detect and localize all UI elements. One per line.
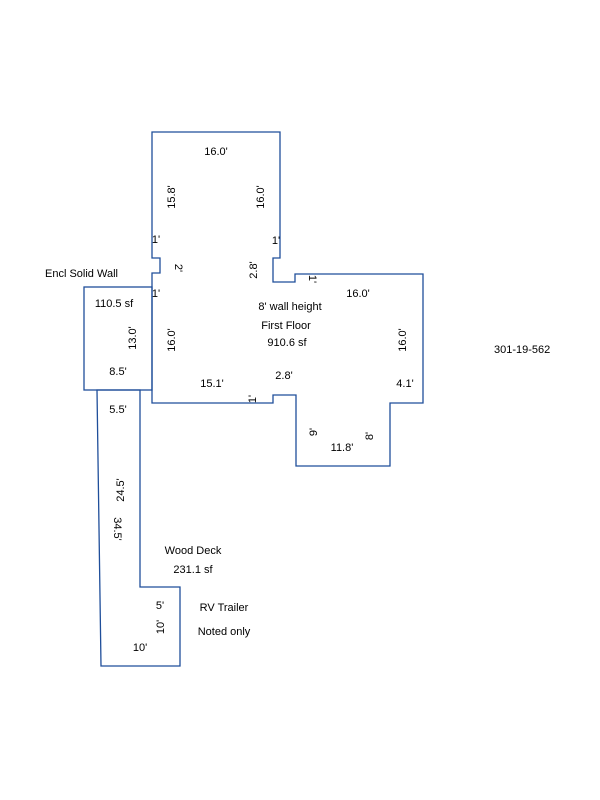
first-floor-area: 910.6 sf [267,337,307,349]
dim-notch-left-b: 1' [152,288,160,300]
dim-deck-bottom: 10' [133,642,147,654]
first-floor-wall-height: 8' wall height [258,301,321,313]
wood-deck-area: 231.1 sf [173,564,213,576]
dim-bay-bottom: 11.8' [331,442,354,454]
dim-deck-step: 5' [156,600,164,612]
rv-trailer-note: Noted only [198,626,251,638]
dim-notch-right-a: 1' [272,235,280,247]
dim-encl-height: 13.0' [127,326,139,350]
dim-right-top: 16.0' [346,288,370,300]
dim-bottom-mid: 2.8' [275,370,292,382]
dim-top: 16.0' [204,146,228,158]
dim-bay-left: 9' [308,428,320,436]
parcel-id: 301-19-562 [494,344,550,356]
dim-deck-lower: 10' [155,620,167,634]
first-floor-name: First Floor [261,320,311,332]
dim-left-lower: 16.0' [166,328,178,352]
dim-right-side: 16.0' [397,328,409,352]
dim-bottom-step: 1' [247,395,259,403]
dim-deck-top: 5.5' [109,404,126,416]
wood-deck-name: Wood Deck [165,545,222,557]
dim-notch-right-depth: 2.8' [248,261,260,278]
dim-notch-left-a: 1' [152,234,160,246]
dim-notch-left-depth: 2' [172,264,184,272]
encl-solid-wall-area: 110.5 sf [95,298,134,310]
dim-bay-right: 8' [364,432,376,440]
dim-notch-right-b: 1' [306,275,318,283]
dim-inner-right: 16.0' [255,185,267,209]
first-floor-outline [151,131,424,467]
wood-deck-outline [96,389,181,667]
dim-left-upper: 15.8' [166,185,178,209]
dim-encl-width: 8.5' [109,366,126,378]
dim-right-bottom: 4.1' [396,378,413,390]
dim-bottom-left: 15.1' [200,378,224,390]
rv-trailer-name: RV Trailer [200,602,249,614]
dim-deck-outer: 34.5' [111,517,123,541]
dim-deck-inner: 24.5' [115,478,127,502]
encl-solid-wall-name: Encl Solid Wall [45,268,118,280]
